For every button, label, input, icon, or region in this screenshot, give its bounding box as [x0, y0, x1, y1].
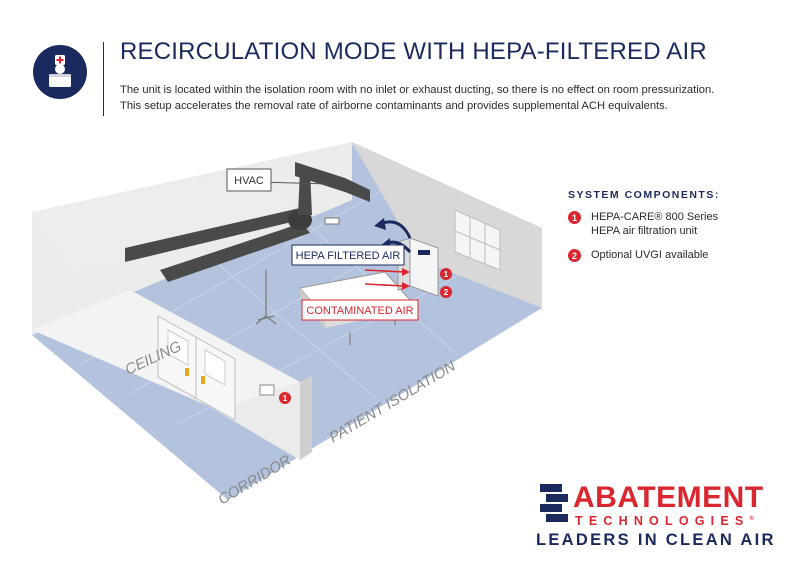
brand-subname-text: TECHNOLOGIES — [575, 514, 750, 528]
hepa-airflow-arrowhead — [374, 218, 386, 230]
components-title: SYSTEM COMPONENTS: — [568, 189, 720, 201]
contaminated-air-arrowhead — [402, 268, 410, 276]
hepa-label-box — [291, 244, 405, 266]
contaminated-air-arrowhead-2 — [402, 282, 410, 290]
ceiling-panel — [32, 170, 300, 270]
component-line: HEPA-CARE® 800 Series — [591, 211, 719, 223]
contaminated-air-arrow — [364, 269, 405, 273]
brand-logo: ABATEMENT TECHNOLOGIES® LEADERS IN CLEAN… — [530, 478, 790, 558]
component-item: 2 Optional UVGI available — [568, 248, 768, 262]
hvac-label-box — [226, 168, 272, 192]
contaminated-label: CONTAMINATED AIR — [306, 305, 413, 317]
component-number-badge: 2 — [568, 249, 581, 262]
description-line-2: This setup accelerates the removal rate … — [120, 100, 668, 112]
brand-mark-icon — [540, 484, 568, 522]
component-line: Optional UVGI available — [591, 249, 709, 261]
marker-2-label: 2 — [444, 288, 449, 297]
page-description: The unit is located within the isolation… — [120, 82, 780, 114]
description-line-1: The unit is located within the isolation… — [120, 84, 715, 96]
contaminated-air-arrow-2 — [364, 283, 405, 287]
contaminated-label-box — [301, 299, 419, 321]
iv-stand — [255, 270, 277, 325]
header-divider — [103, 42, 104, 116]
component-line: HEPA air filtration unit — [591, 225, 698, 237]
hallway-marker-1-label: 1 — [283, 394, 288, 403]
marker-2 — [440, 286, 452, 298]
components-list: 1 HEPA-CARE® 800 Series HEPA air filtrat… — [568, 210, 768, 272]
hvac-label: HVAC — [234, 175, 264, 187]
component-number-badge: 1 — [568, 211, 581, 224]
patient-room-icon — [33, 45, 87, 99]
hallway-marker-1 — [279, 392, 291, 404]
double-door — [157, 315, 236, 421]
page-title: RECIRCULATION MODE WITH HEPA-FILTERED AI… — [120, 38, 707, 65]
marker-1 — [440, 268, 452, 280]
registered-mark: ® — [749, 515, 754, 522]
brand-tagline: LEADERS IN CLEAN AIR — [536, 531, 776, 549]
ceiling-diffuser — [324, 217, 340, 225]
hepa-unit — [397, 237, 439, 297]
brand-name: ABATEMENT — [573, 481, 764, 514]
hvac-duct — [125, 162, 370, 282]
hepa-label: HEPA FILTERED AIR — [296, 250, 401, 262]
marker-1-label: 1 — [444, 270, 449, 279]
component-text: Optional UVGI available — [591, 248, 761, 262]
component-item: 1 HEPA-CARE® 800 Series HEPA air filtrat… — [568, 210, 768, 238]
partition-edge — [300, 376, 312, 460]
component-text: HEPA-CARE® 800 Series HEPA air filtratio… — [591, 210, 761, 238]
isolation-room-diagram: 1 HVAC HEPA FILTERED AI — [32, 142, 542, 508]
wall-panel — [259, 384, 275, 396]
brand-subname: TECHNOLOGIES® — [575, 514, 754, 528]
window — [454, 209, 501, 271]
